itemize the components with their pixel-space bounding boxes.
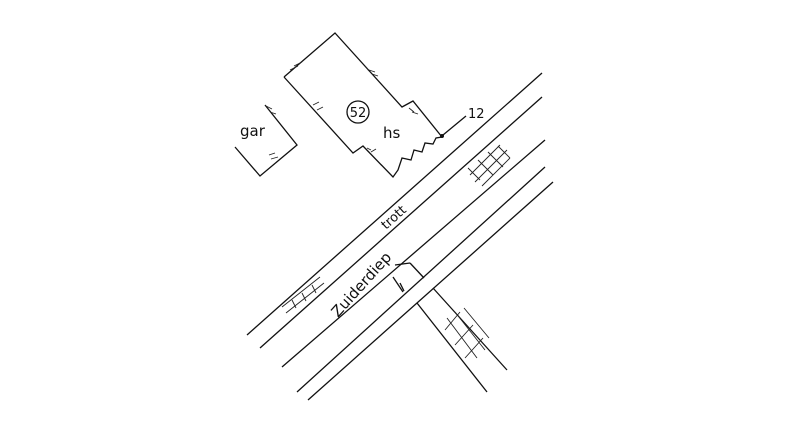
house-number-circle: [346, 100, 370, 124]
measurement-label: 12: [468, 107, 485, 122]
sidewalk-marking: [281, 276, 325, 314]
garage-label: gar: [240, 122, 266, 140]
street-name-label: Zuiderdiep: [328, 248, 396, 320]
measurement-arrow: [440, 115, 467, 138]
side-road: [392, 262, 508, 393]
house-number: 52: [350, 106, 367, 121]
width-arrow: [399, 282, 405, 292]
garage-hatching: [265, 105, 279, 160]
garage-outline: [234, 104, 298, 177]
street-lines: [246, 72, 554, 401]
house-outline: [283, 32, 444, 179]
wall-hatching: [289, 61, 419, 153]
crosshatch-area-lower: [444, 307, 490, 359]
crosshatch-area-upper: [467, 144, 511, 187]
house-label: hs: [383, 124, 401, 142]
